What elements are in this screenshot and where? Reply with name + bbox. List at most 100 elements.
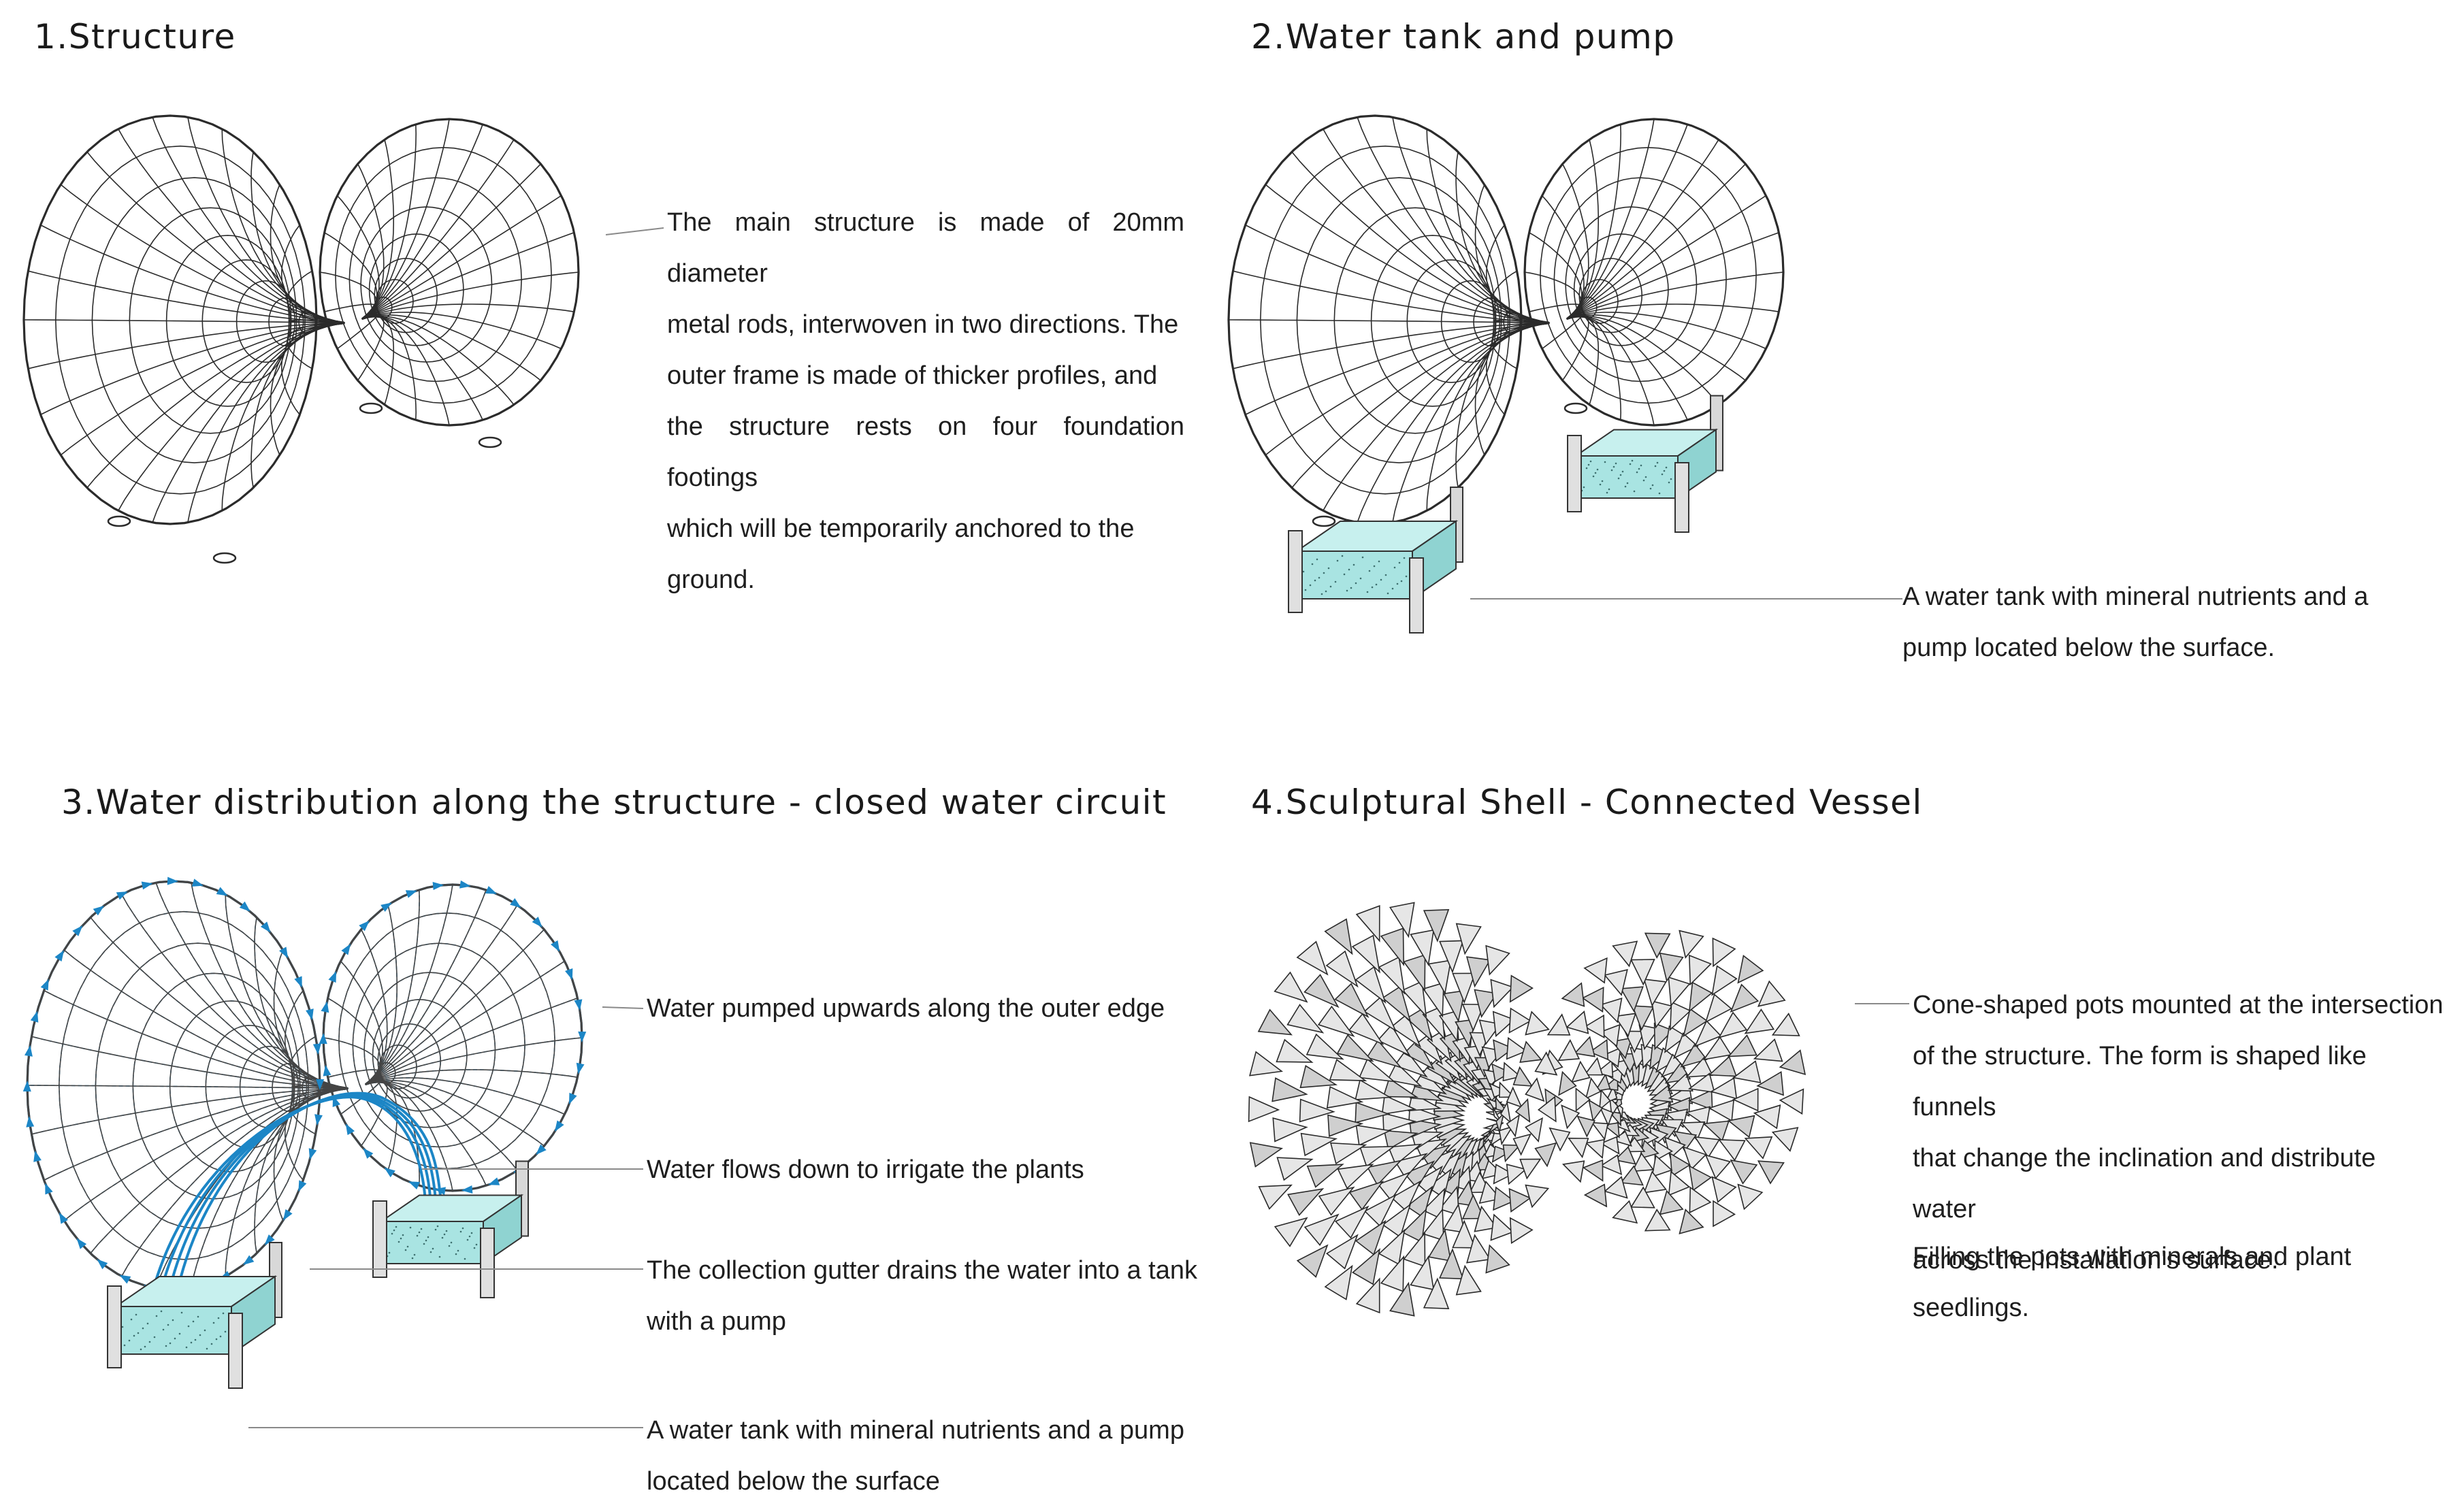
cone-pot	[1336, 1034, 1374, 1062]
cone-pot	[1390, 1013, 1422, 1048]
foundation-footing	[212, 552, 237, 564]
nutrient-speck	[1621, 470, 1624, 473]
flow-arrow	[26, 1116, 35, 1128]
cone-pot	[1427, 1228, 1452, 1262]
cone-pot	[1679, 1209, 1704, 1235]
shell-lobe-right	[1542, 930, 1806, 1235]
nutrient-speck	[1314, 579, 1316, 582]
nutrient-speck	[1309, 584, 1312, 587]
mesh-rod	[362, 232, 574, 320]
cone-pot	[1581, 986, 1604, 1013]
water-tank	[1567, 395, 1723, 533]
cone-pot	[1600, 1136, 1620, 1155]
cone-pot	[1583, 1183, 1608, 1208]
mesh-rod	[1566, 315, 1599, 406]
mesh-rod	[362, 195, 562, 319]
flow-arrow	[551, 940, 560, 952]
cone-pot	[1711, 965, 1738, 996]
cone-pot	[1377, 1171, 1411, 1202]
flow-arrow	[380, 902, 392, 912]
nutrient-speck	[406, 1245, 409, 1248]
nutrient-speck	[388, 1251, 391, 1254]
mesh-rod	[1542, 312, 1585, 350]
mesh-rod	[1567, 314, 1746, 381]
nutrient-speck	[1341, 555, 1344, 557]
cone-pot	[1753, 1104, 1781, 1130]
cone-pot	[1380, 1255, 1405, 1292]
flow-arrow	[119, 1275, 131, 1284]
cone-pot	[1337, 1164, 1374, 1189]
nutrient-speck	[441, 1236, 444, 1239]
nutrient-speck	[1355, 582, 1357, 585]
nutrient-speck	[1626, 482, 1629, 484]
cone-pot	[1583, 1057, 1604, 1076]
nutrient-speck	[438, 1255, 441, 1258]
nutrient-speck	[413, 1253, 416, 1256]
nutrient-speck	[1631, 459, 1634, 462]
nutrient-speck	[190, 1341, 193, 1344]
cone-pot	[1393, 1049, 1428, 1078]
cone-pot	[1753, 1038, 1783, 1062]
nutrient-speck	[172, 1319, 174, 1321]
cone-pot	[1712, 937, 1736, 968]
cone-pot	[1757, 980, 1786, 1007]
mesh-rod	[40, 323, 344, 416]
nutrient-speck	[443, 1233, 446, 1236]
flow-arrow	[306, 1008, 314, 1021]
cone-pot	[1352, 1248, 1381, 1285]
annotation-line: Cone-shaped pots mounted at the intersec…	[1913, 991, 2444, 1019]
flow-arrow	[568, 1092, 577, 1104]
foundation-footing	[359, 402, 383, 414]
mesh-rod	[366, 1037, 583, 1085]
nutrient-speck	[1316, 558, 1318, 561]
cone-pot	[1514, 1098, 1531, 1123]
cone-pot	[1583, 957, 1608, 984]
nutrient-speck	[409, 1226, 412, 1229]
mesh-rod	[27, 1085, 348, 1089]
cone-pot	[1317, 1005, 1355, 1038]
cone-pot	[1687, 1072, 1715, 1094]
structure-description: The main structure is made of 20mm diame…	[667, 197, 1184, 606]
mesh-lobe	[1523, 118, 1785, 427]
cone-pot	[1638, 1024, 1659, 1051]
nutrient-speck	[1615, 462, 1617, 465]
flow-arrow	[345, 1123, 355, 1136]
nutrient-speck	[1594, 472, 1597, 474]
mesh-rod	[1233, 323, 1549, 369]
cone-pot	[1394, 1153, 1428, 1179]
cone-pot	[1500, 1101, 1512, 1124]
mesh-rod	[365, 889, 487, 1085]
nutrient-speck	[187, 1325, 190, 1328]
mesh-rod	[1228, 319, 1549, 324]
mesh-rod	[86, 151, 344, 323]
cone-pot	[1608, 1096, 1619, 1118]
cone-pot	[1403, 1038, 1436, 1070]
cone-pot	[1272, 1117, 1308, 1143]
cone-pot	[1334, 1205, 1370, 1239]
nutrient-speck	[1320, 593, 1323, 595]
mesh-rod	[63, 949, 348, 1089]
cone-pot	[1589, 1038, 1609, 1061]
nutrient-speck	[418, 1231, 421, 1234]
cone-pot	[1296, 940, 1329, 976]
mesh-rod	[1265, 184, 1549, 323]
nutrient-speck	[411, 1257, 414, 1260]
nutrient-speck	[1371, 586, 1374, 589]
cone-pot	[1512, 1066, 1534, 1087]
mesh-rod	[63, 1088, 348, 1221]
nutrient-speck	[174, 1337, 176, 1340]
cone-pot	[1258, 1184, 1293, 1210]
nutrient-speck	[1670, 478, 1672, 480]
nutrient-speck	[445, 1230, 448, 1232]
nutrient-speck	[457, 1249, 459, 1252]
cone-pot	[1730, 1159, 1758, 1185]
mesh-rod	[1566, 124, 1622, 319]
flow-arrow	[312, 1043, 321, 1055]
mesh-rod	[28, 323, 344, 369]
nutrient-speck	[420, 1228, 423, 1230]
mesh-rod	[90, 1088, 348, 1254]
cone-pot	[1439, 940, 1464, 974]
nutrient-speck	[1378, 560, 1380, 563]
mesh-rod	[1486, 323, 1550, 415]
cone-pot	[1653, 1022, 1674, 1051]
